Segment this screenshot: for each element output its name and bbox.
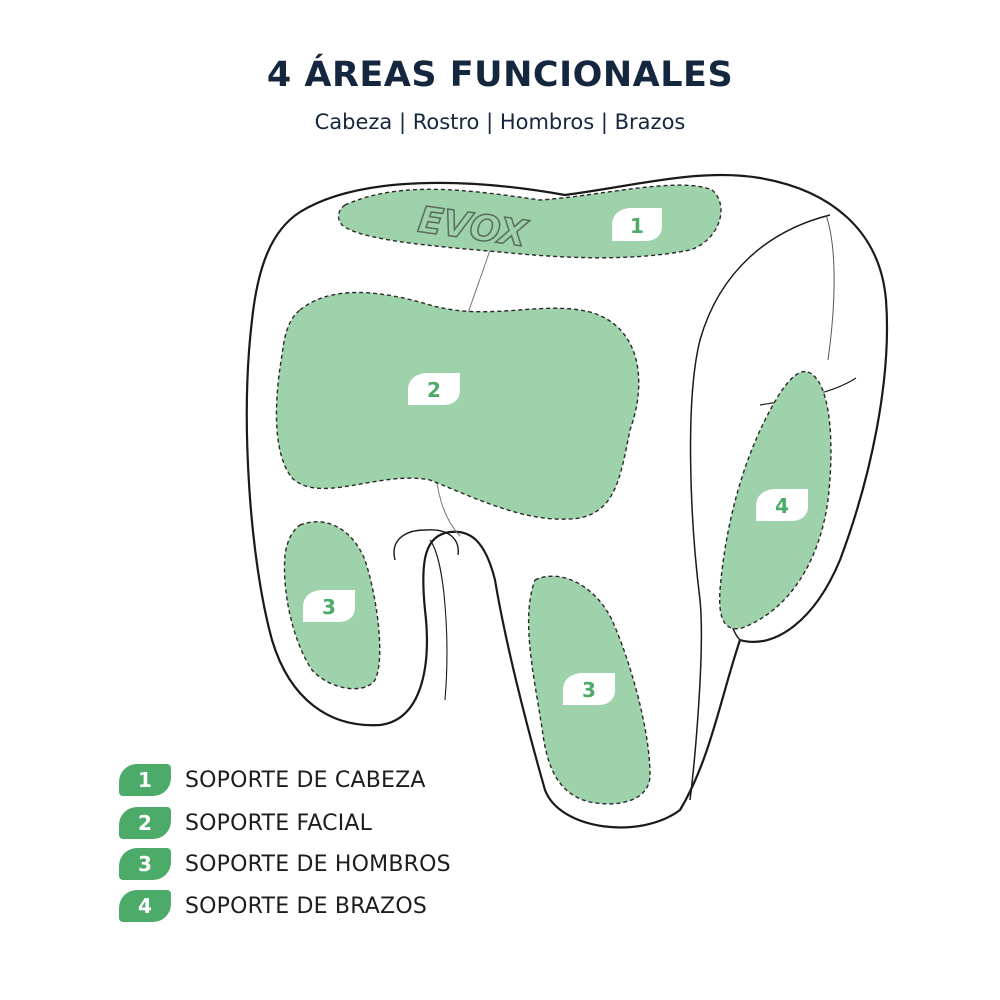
pillow-side-contour	[689, 214, 831, 801]
legend-item: 4 SOPORTE DE BRAZOS	[119, 889, 427, 923]
legend-label: SOPORTE DE HOMBROS	[185, 851, 451, 877]
legend-label: SOPORTE FACIAL	[185, 810, 373, 836]
zone-2-face	[275, 291, 640, 520]
pillow-inner-contour	[429, 539, 448, 701]
marker-zone-4: 4	[756, 489, 808, 521]
svg-text:1: 1	[630, 214, 644, 238]
legend-item: 3 SOPORTE DE HOMBROS	[119, 847, 451, 881]
svg-text:3: 3	[582, 678, 596, 702]
legend-badge: 4	[119, 890, 171, 922]
marker-zone-3-right: 3	[563, 673, 615, 705]
marker-zone-2: 2	[408, 373, 460, 405]
marker-zone-3-left: 3	[303, 590, 355, 622]
legend-label: SOPORTE DE CABEZA	[185, 767, 426, 793]
legend-badge: 3	[119, 848, 171, 880]
legend-badge: 2	[119, 807, 171, 839]
legend-item: 1 SOPORTE DE CABEZA	[119, 763, 426, 797]
page-subtitle: Cabeza | Rostro | Hombros | Brazos	[314, 110, 686, 134]
legend-label: SOPORTE DE BRAZOS	[185, 893, 428, 919]
svg-text:4: 4	[775, 494, 789, 518]
page-title: 4 ÁREAS FUNCIONALES	[266, 55, 734, 95]
svg-text:2: 2	[427, 378, 441, 402]
legend-item: 2 SOPORTE FACIAL	[119, 806, 372, 840]
pillow-inner-contour	[393, 529, 459, 561]
marker-zone-1: 1	[612, 208, 662, 241]
pillow-side-contour	[825, 214, 835, 361]
legend-badge: 1	[119, 764, 171, 796]
svg-text:3: 3	[322, 595, 336, 619]
